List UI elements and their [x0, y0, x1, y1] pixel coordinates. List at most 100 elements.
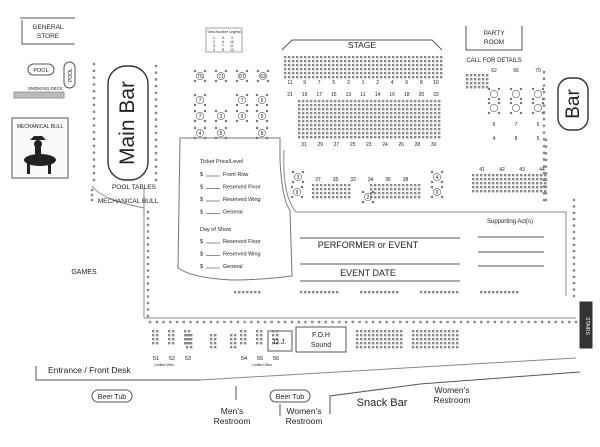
- chair: [412, 56, 415, 59]
- chair: [311, 320, 314, 324]
- chair: [276, 330, 279, 333]
- chair: [346, 108, 349, 111]
- chair: [414, 184, 417, 187]
- chair: [428, 346, 431, 349]
- round-table: [196, 72, 204, 80]
- chair: [351, 320, 355, 324]
- chair: [440, 170, 444, 174]
- price-currency: $: [200, 239, 203, 245]
- chair: [372, 342, 375, 345]
- price-currency: $: [200, 210, 203, 216]
- chair: [364, 76, 367, 79]
- chair: [310, 128, 313, 131]
- chair: [378, 320, 382, 324]
- chair: [326, 136, 329, 139]
- chair: [235, 103, 239, 107]
- chair: [168, 334, 171, 337]
- chair: [154, 64, 158, 68]
- chair: [284, 60, 287, 63]
- chair: [336, 196, 339, 199]
- stage-row-number: 17: [316, 92, 322, 98]
- chair: [497, 87, 501, 91]
- chair: [400, 60, 403, 63]
- chair: [440, 346, 443, 349]
- chair: [354, 100, 357, 103]
- chair: [382, 184, 385, 187]
- chair: [302, 116, 305, 119]
- chair: [338, 120, 341, 123]
- chair: [368, 64, 371, 67]
- chair: [365, 320, 368, 324]
- chair: [438, 136, 441, 139]
- chair: [386, 100, 389, 103]
- round-table: [259, 72, 267, 80]
- chair: [396, 72, 399, 75]
- chair: [440, 68, 443, 71]
- day-level: Reserved Wing: [223, 252, 261, 258]
- chair: [532, 186, 535, 189]
- chair: [412, 330, 415, 333]
- chair: [432, 76, 435, 79]
- chair: [436, 346, 439, 349]
- snack-bar-wall: [329, 383, 421, 414]
- chair: [386, 192, 389, 195]
- round-table: [364, 193, 372, 201]
- chair: [400, 334, 403, 337]
- legend-cell: 5: [222, 36, 224, 40]
- chair: [370, 100, 373, 103]
- chair: [436, 64, 439, 67]
- chair: [486, 320, 490, 324]
- chair: [272, 334, 275, 337]
- chair: [234, 291, 237, 294]
- chair: [240, 338, 243, 341]
- chair: [476, 174, 479, 177]
- stage-row-number: 9: [303, 80, 306, 86]
- chair: [296, 60, 299, 63]
- chair: [372, 291, 375, 294]
- smoking-deck-bar: [13, 91, 65, 99]
- chair: [406, 192, 409, 195]
- chair: [438, 132, 441, 135]
- chair: [284, 68, 287, 71]
- chair: [224, 126, 228, 130]
- chair: [304, 56, 307, 59]
- dj-label: D.J.: [274, 339, 287, 346]
- price-currency: $: [200, 252, 203, 258]
- chair: [496, 291, 499, 294]
- chair: [398, 120, 401, 123]
- chair: [364, 334, 367, 337]
- chair: [572, 294, 576, 298]
- chair: [492, 291, 495, 294]
- chair: [430, 116, 433, 119]
- chair: [214, 109, 218, 113]
- chair: [492, 190, 495, 193]
- chair: [426, 128, 429, 131]
- chair: [326, 124, 329, 127]
- table-number: 0: [436, 190, 439, 196]
- chair: [384, 68, 387, 71]
- chair: [92, 62, 96, 66]
- chair: [418, 184, 421, 187]
- chair: [372, 338, 375, 341]
- chair: [434, 116, 437, 119]
- chair: [394, 124, 397, 127]
- chair: [384, 330, 387, 333]
- chair: [426, 108, 429, 111]
- chair: [466, 82, 469, 85]
- chair: [424, 342, 427, 345]
- chair: [358, 128, 361, 131]
- chair: [316, 184, 319, 187]
- chair: [193, 93, 197, 97]
- chair: [418, 100, 421, 103]
- chair: [544, 186, 547, 189]
- chair: [482, 78, 485, 81]
- chair: [255, 126, 259, 130]
- chair: [456, 334, 459, 337]
- chair: [370, 108, 373, 111]
- chair: [346, 124, 349, 127]
- chair: [338, 136, 341, 139]
- round-table: [238, 96, 246, 104]
- chair: [410, 108, 413, 111]
- chair: [190, 334, 193, 337]
- chair: [474, 86, 477, 89]
